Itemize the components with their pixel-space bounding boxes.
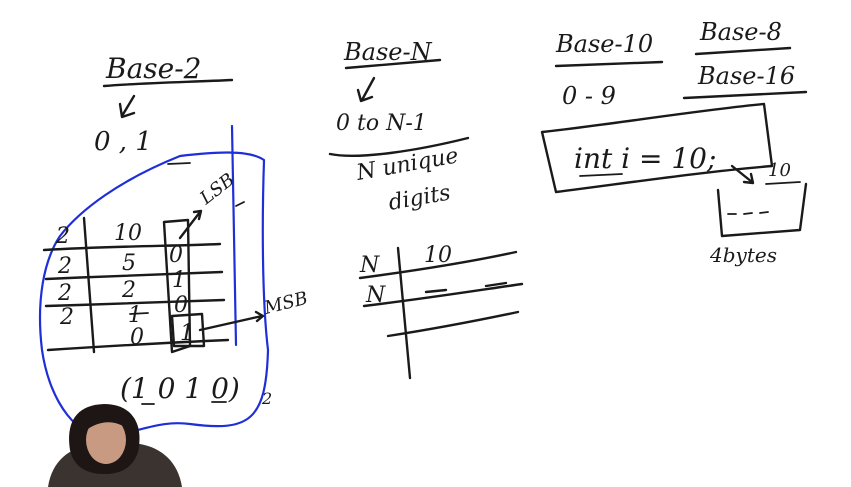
ladder-row-line xyxy=(42,242,222,252)
base2-arrow xyxy=(118,94,136,119)
base2-result: (1 0 1 0) xyxy=(120,372,240,405)
ladder-remainder: 0 xyxy=(169,243,183,268)
memory-value-underline xyxy=(765,181,801,185)
ladder-remainder: 1 xyxy=(180,321,194,346)
tick-mark xyxy=(235,201,245,207)
ladder-row-line xyxy=(46,338,230,352)
ladder-quotient: 5 xyxy=(122,251,136,276)
code-arrow xyxy=(730,164,755,185)
memory-box-caption: 4bytes xyxy=(709,243,777,267)
base10-underline xyxy=(554,60,664,68)
baseN-ladder-cell: N xyxy=(359,253,380,278)
ladder-row-line xyxy=(44,298,226,308)
baseN-note-line2: digits xyxy=(387,180,453,215)
result-underlines xyxy=(141,401,227,405)
base2-title: Base-2 xyxy=(105,52,201,85)
base2-title-underline xyxy=(102,78,234,88)
msb-label: MSB xyxy=(261,288,310,319)
base10-range: 0 - 9 xyxy=(562,82,616,110)
code-box xyxy=(540,102,774,194)
ladder-divisor: 2 xyxy=(55,224,70,249)
base8-underline xyxy=(694,46,792,56)
ladder-remainder: 1 xyxy=(172,268,186,293)
ladder-row-line xyxy=(44,270,224,281)
ladder-quotient: 10 xyxy=(114,221,142,246)
ladder-vertical-line xyxy=(82,216,96,354)
memory-box xyxy=(716,182,808,238)
ladder-quotient: 2 xyxy=(121,278,136,303)
lsb-arrow xyxy=(178,209,203,240)
ladder-quotient: 0 xyxy=(130,325,144,350)
digit-one-underline xyxy=(167,162,191,165)
ladder-remainder: 0 xyxy=(174,293,188,318)
code-int-underline xyxy=(579,173,623,177)
memory-box-value: 10 xyxy=(768,160,791,181)
baseN-ladder-cell: N xyxy=(365,283,386,308)
ladder-divisor: 2 xyxy=(57,281,72,306)
base10-title: Base-10 xyxy=(555,30,653,58)
msb-arrow xyxy=(198,310,265,332)
baseN-range-swoosh xyxy=(328,136,470,157)
baseN-ladder-cell: 10 xyxy=(424,243,452,268)
base8-title: Base-8 xyxy=(699,18,782,46)
code-statement: int i = 10; xyxy=(574,142,716,175)
baseN-ladder-vertical xyxy=(396,246,412,380)
base16-underline xyxy=(682,90,808,100)
highlight-circle xyxy=(38,124,270,438)
baseN-ladder-row xyxy=(362,282,524,308)
ladder-divisor: 2 xyxy=(57,254,72,279)
ladder-quotient: 1 xyxy=(128,303,142,328)
presenter-avatar xyxy=(48,404,182,487)
baseN-title-underline xyxy=(344,58,442,70)
base2-result-subscript: 2 xyxy=(261,389,272,408)
baseN-range: 0 to N-1 xyxy=(336,111,427,136)
memory-box-dashes xyxy=(727,211,769,215)
base16-title: Base-16 xyxy=(697,62,795,90)
baseN-dash-marks xyxy=(424,281,508,294)
ladder-divisor: 2 xyxy=(59,305,74,330)
baseN-ladder-row xyxy=(358,250,518,280)
baseN-ladder-row xyxy=(386,310,520,338)
base2-digits: 0 , 1 xyxy=(94,127,152,157)
quotient-one-underline xyxy=(129,312,149,315)
msb-box xyxy=(170,312,206,348)
baseN-arrow xyxy=(356,76,376,103)
